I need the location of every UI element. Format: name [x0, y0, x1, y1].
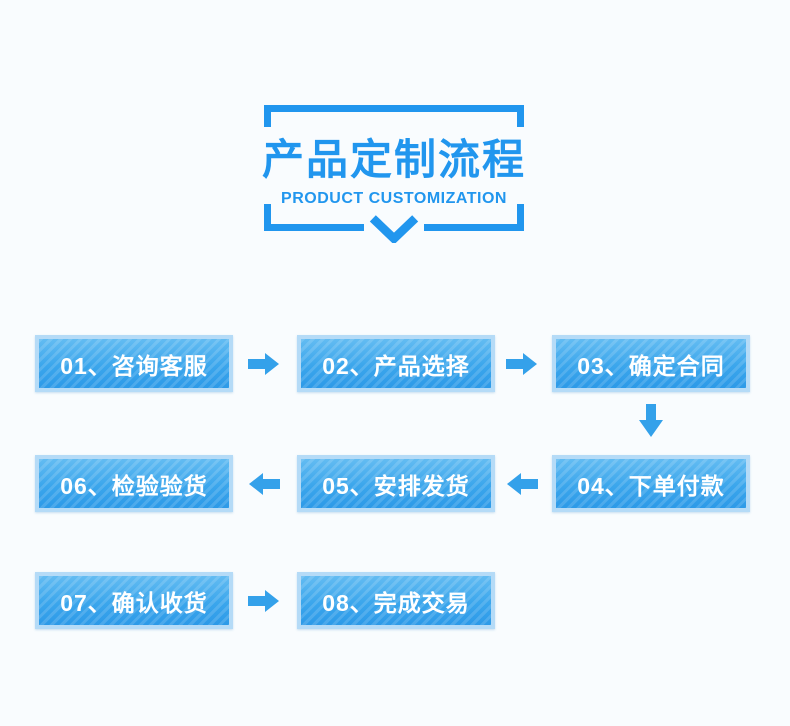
- arrow-right-icon: [248, 589, 280, 613]
- step-box-02: 02、产品选择: [297, 335, 495, 392]
- step-box-05: 05、安排发货: [297, 455, 495, 512]
- step-label: 05、安排发货: [322, 472, 470, 499]
- step-label: 01、咨询客服: [60, 352, 208, 379]
- title-frame-bottom-left: [264, 204, 364, 231]
- arrow-right-icon: [248, 352, 280, 376]
- step-label: 04、下单付款: [577, 472, 725, 499]
- step-box-07: 07、确认收货: [35, 572, 233, 629]
- step-label: 06、检验验货: [60, 472, 208, 499]
- step-label: 07、确认收货: [60, 589, 208, 616]
- page-title: 产品定制流程: [261, 136, 526, 183]
- step-box-01: 01、咨询客服: [35, 335, 233, 392]
- arrow-left-icon: [248, 472, 280, 496]
- arrow-left-icon: [506, 472, 538, 496]
- title-block: 产品定制流程 PRODUCT CUSTOMIZATION: [262, 105, 524, 250]
- arrow-right-icon: [506, 352, 538, 376]
- page-subtitle: PRODUCT CUSTOMIZATION: [281, 190, 507, 207]
- arrow-down-icon: [639, 404, 663, 438]
- step-box-04: 04、下单付款: [552, 455, 750, 512]
- step-box-03: 03、确定合同: [552, 335, 750, 392]
- chevron-down-icon: [368, 215, 420, 248]
- title-frame-bottom-right: [424, 204, 524, 231]
- step-label: 02、产品选择: [322, 352, 470, 379]
- step-label: 08、完成交易: [322, 589, 470, 616]
- step-box-08: 08、完成交易: [297, 572, 495, 629]
- step-label: 03、确定合同: [577, 352, 725, 379]
- title-frame-top: [264, 105, 524, 127]
- step-box-06: 06、检验验货: [35, 455, 233, 512]
